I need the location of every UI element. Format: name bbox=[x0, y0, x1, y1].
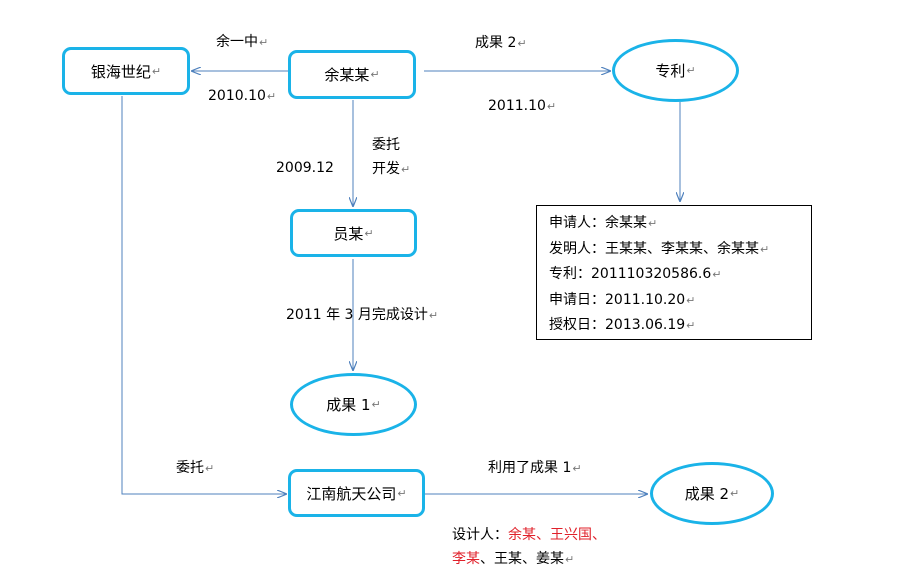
designers-prefix: 设计人： bbox=[452, 527, 508, 543]
patent-applicant: 申请人：余某某 bbox=[549, 215, 647, 231]
patent-apply-date: 申请日：2011.10.20 bbox=[549, 291, 686, 308]
node-patent: 专利↵ bbox=[612, 39, 739, 102]
edge-label-yu-yun-line2: 开发 bbox=[372, 161, 400, 177]
node-yu-label: 余某某 bbox=[324, 66, 370, 84]
pilcrow-mark: ↵ bbox=[364, 226, 374, 240]
pilcrow-mark: ↵ bbox=[648, 217, 658, 230]
designers-block: 设计人：余某、王兴国、 李某、王某、姜某↵ bbox=[452, 523, 606, 572]
pilcrow-mark: ↵ bbox=[565, 553, 575, 566]
pilcrow-mark: ↵ bbox=[401, 163, 411, 176]
designers-red-line1: 余某、王兴国、 bbox=[508, 527, 606, 543]
node-yinhai: 银海世纪↵ bbox=[62, 47, 190, 95]
node-jiangnan-label: 江南航天公司 bbox=[306, 484, 397, 503]
edge-label-jiangnan-result2: 利用了成果 1↵ bbox=[488, 460, 582, 478]
pilcrow-mark: ↵ bbox=[686, 293, 696, 307]
edge-label-yu-yinhai-text: 余一中 bbox=[216, 34, 258, 50]
node-result1: 成果 1↵ bbox=[290, 373, 417, 436]
edge-label-yun-result1-text: 2011 年 3 月完成设计 bbox=[286, 307, 428, 323]
edge-label-yinhai-jiangnan-text: 委托 bbox=[176, 460, 204, 476]
pilcrow-mark: ↵ bbox=[371, 398, 381, 411]
node-jiangnan: 江南航天公司↵ bbox=[288, 469, 425, 517]
pilcrow-mark: ↵ bbox=[760, 242, 770, 256]
patent-number: 专利：201110320586.6 bbox=[549, 266, 712, 282]
node-result2-label: 成果 2 bbox=[684, 485, 730, 503]
edge-date-yu-yun-text: 2009.12 bbox=[276, 160, 334, 176]
pilcrow-mark: ↵ bbox=[686, 64, 696, 77]
edge-label-yu-patent: 成果 2↵ bbox=[475, 35, 527, 53]
pilcrow-mark: ↵ bbox=[712, 268, 722, 281]
edge-label-yun-result1: 2011 年 3 月完成设计↵ bbox=[286, 307, 438, 325]
pilcrow-mark: ↵ bbox=[259, 36, 269, 49]
node-result2: 成果 2↵ bbox=[650, 462, 774, 525]
pilcrow-mark: ↵ bbox=[730, 487, 740, 500]
pilcrow-mark: ↵ bbox=[151, 64, 162, 78]
edge-label-jiangnan-result2-text: 利用了成果 1 bbox=[488, 460, 572, 476]
edge-label-yinhai-jiangnan: 委托↵ bbox=[176, 460, 214, 478]
arrow-yinhai-to-jiangnan bbox=[121, 96, 286, 494]
node-patent-label: 专利 bbox=[655, 62, 686, 80]
patent-info-box: 申请人：余某某↵ 发明人：王某某、李某某、余某某↵ 专利：20111032058… bbox=[536, 205, 812, 340]
node-yun-label: 员某 bbox=[333, 224, 364, 243]
edge-label-yu-yinhai: 余一中↵ bbox=[216, 34, 268, 52]
designers-red-line2: 李某 bbox=[452, 551, 480, 567]
designers-rest-line2: 、王某、姜某 bbox=[480, 551, 564, 567]
node-yinhai-label: 银海世纪 bbox=[90, 62, 151, 81]
pilcrow-mark: ↵ bbox=[266, 90, 277, 103]
pilcrow-mark: ↵ bbox=[517, 37, 527, 50]
edge-label-yu-yun: 委托 开发↵ bbox=[372, 133, 410, 182]
node-yun: 员某↵ bbox=[290, 209, 417, 257]
pilcrow-mark: ↵ bbox=[397, 486, 407, 500]
node-yu: 余某某↵ bbox=[288, 50, 416, 99]
pilcrow-mark: ↵ bbox=[370, 68, 380, 81]
node-result1-label: 成果 1 bbox=[326, 396, 371, 414]
edge-date-yu-patent: 2011.10↵ bbox=[488, 98, 556, 116]
pilcrow-mark: ↵ bbox=[428, 309, 439, 322]
edge-date-yu-yinhai: 2010.10↵ bbox=[208, 88, 276, 106]
edge-date-yu-yun: 2009.12 bbox=[276, 160, 334, 178]
pilcrow-mark: ↵ bbox=[572, 462, 582, 475]
pilcrow-mark: ↵ bbox=[546, 100, 557, 113]
patent-inventors: 发明人：王某某、李某某、余某某 bbox=[549, 240, 759, 257]
edge-date-yu-patent-text: 2011.10 bbox=[488, 98, 546, 114]
edge-label-yu-patent-text: 成果 2 bbox=[475, 35, 517, 51]
edge-label-yu-yun-line1: 委托 bbox=[372, 137, 400, 153]
pilcrow-mark: ↵ bbox=[205, 462, 215, 475]
edge-date-yu-yinhai-text: 2010.10 bbox=[208, 88, 266, 104]
pilcrow-mark: ↵ bbox=[686, 319, 696, 332]
patent-grant-date: 授权日：2013.06.19 bbox=[549, 317, 686, 333]
